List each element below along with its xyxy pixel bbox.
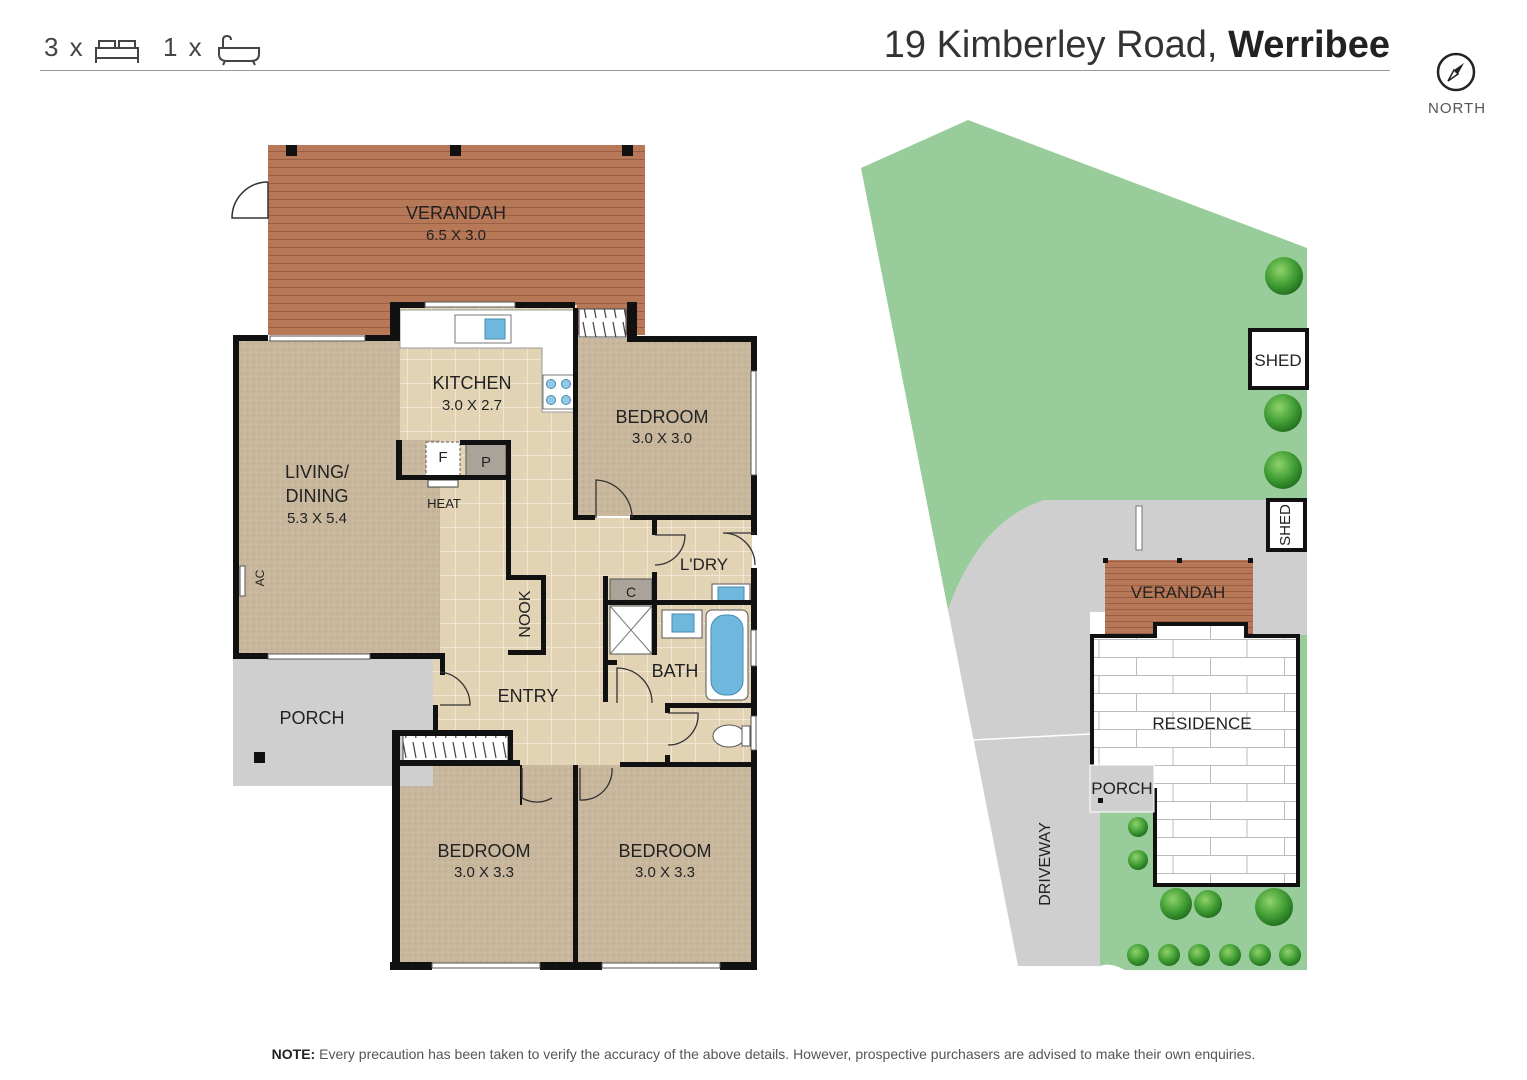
bathroom-count: 1 x	[163, 32, 204, 62]
site-porch	[1089, 764, 1155, 813]
toilet-bowl	[712, 724, 746, 748]
kitchen-size: 3.0 X 2.7	[442, 397, 502, 414]
residence-label: RESIDENCE	[1152, 714, 1251, 733]
walls	[233, 302, 757, 970]
tree-icon	[1249, 944, 1271, 966]
verandah-size: 6.5 X 3.0	[426, 227, 486, 244]
driveway-label: DRIVEWAY	[1037, 822, 1054, 906]
tree-icon	[1264, 394, 1302, 432]
fridge-label: F	[438, 449, 447, 466]
north-compass-icon	[1436, 52, 1476, 92]
nook-label: NOOK	[517, 590, 534, 637]
door-swings	[439, 479, 756, 803]
site-verandah	[1105, 560, 1253, 634]
trees	[1127, 257, 1303, 966]
verandah-door-swing	[231, 181, 269, 219]
driveway-divider	[971, 733, 1091, 741]
living-label-line2: DINING	[286, 486, 349, 506]
disclaimer-note: NOTE: Every precaution has been taken to…	[0, 1046, 1527, 1062]
tree-icon	[1279, 944, 1301, 966]
heat-label: HEAT	[427, 496, 461, 511]
tree-icon	[1265, 257, 1303, 295]
bath-label: BATH	[652, 661, 699, 681]
entry-label: ENTRY	[498, 686, 559, 706]
toilet-cistern	[741, 725, 751, 747]
bedroom2-label: BEDROOM	[437, 841, 530, 861]
tree-icon	[1255, 888, 1293, 926]
tree-icon	[1127, 944, 1149, 966]
verandah-post	[286, 145, 297, 156]
ac-label: AC	[253, 569, 267, 586]
bedroom2-floor	[400, 765, 573, 963]
tree-icon	[1188, 944, 1210, 966]
porch-post	[254, 752, 265, 763]
cooktop	[542, 374, 576, 410]
note-label: NOTE:	[271, 1046, 316, 1062]
address-street: 19 Kimberley Road,	[883, 24, 1218, 66]
bathtub-basin	[710, 614, 744, 696]
laundry-trough-basin	[717, 586, 745, 602]
cooktop-burner	[561, 379, 571, 389]
bath-vanity-basin	[671, 613, 695, 633]
site-fence-marker	[1135, 505, 1143, 551]
tree-icon	[1128, 850, 1148, 870]
cupboard-label: C	[626, 584, 636, 600]
tree-icon	[1128, 817, 1148, 837]
living-label-line1: LIVING/	[285, 462, 349, 482]
site-porch-label: PORCH	[1091, 779, 1152, 798]
tiled-floor	[400, 305, 665, 765]
cooktop-burner	[546, 395, 556, 405]
living-size: 5.3 X 5.4	[287, 510, 347, 527]
kitchen-label: KITCHEN	[432, 373, 511, 393]
bedroom1-label: BEDROOM	[615, 407, 708, 427]
shed-1	[1248, 328, 1309, 390]
bedroom1-floor	[577, 338, 752, 516]
bedroom1-size: 3.0 X 3.0	[632, 430, 692, 447]
floor-plan: VERANDAH 6.5 X 3.0 KITCHEN 3.0 X 2.7 BED…	[231, 145, 757, 970]
laundry-label: L'DRY	[680, 555, 728, 574]
bedroom3-floor	[577, 765, 752, 963]
lawn	[861, 120, 1307, 610]
bedroom3-label: BEDROOM	[618, 841, 711, 861]
bedroom1-robe	[578, 308, 627, 338]
shed-2	[1266, 498, 1307, 552]
bathtub-icon	[218, 34, 260, 66]
tree-icon	[1219, 944, 1241, 966]
property-address: 19 Kimberley Road, Werribee	[884, 24, 1390, 67]
fridge-space	[425, 441, 461, 477]
pantry-label: P	[481, 454, 491, 471]
address-suburb: Werribee	[1228, 24, 1390, 66]
bedroom3-size: 3.0 X 3.3	[635, 864, 695, 881]
tree-icon	[1264, 451, 1302, 489]
note-text: Every precaution has been taken to verif…	[319, 1046, 1256, 1062]
cooktop-burner	[561, 395, 571, 405]
verandah-post	[622, 145, 633, 156]
header-divider	[40, 70, 1390, 71]
north-label: NORTH	[1428, 100, 1487, 117]
porch-label: PORCH	[279, 708, 344, 728]
bedroom-count: 3 x	[44, 32, 85, 62]
cooktop-burner	[546, 379, 556, 389]
tree-icon	[1194, 890, 1222, 918]
site-plan: SHED SHED VERANDAH RESIDENCE PORCH DRIVE…	[861, 120, 1309, 970]
verandah-post	[450, 145, 461, 156]
tree-icon	[1160, 888, 1192, 920]
kitchen-sink-basin	[484, 318, 506, 340]
tree-icon	[1158, 944, 1180, 966]
bedroom2-size: 3.0 X 3.3	[454, 864, 514, 881]
heater	[427, 479, 459, 488]
bed-icon	[95, 40, 139, 63]
bedroom2-robe	[402, 734, 509, 764]
shed2-label: SHED	[1277, 504, 1294, 546]
shed1-label: SHED	[1254, 351, 1301, 370]
verandah-label: VERANDAH	[406, 203, 506, 223]
windows	[239, 301, 757, 969]
site-verandah-label: VERANDAH	[1131, 583, 1225, 602]
